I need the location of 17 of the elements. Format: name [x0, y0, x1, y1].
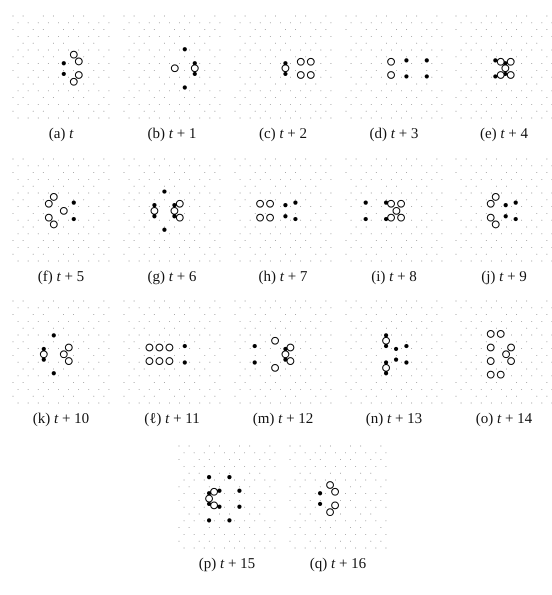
panel-caption: (b) t + 1 [146, 126, 198, 143]
panel-caption: (c) t + 2 [258, 126, 308, 143]
panel-caption: (j) t + 9 [480, 269, 528, 286]
panel-caption: (i) t + 8 [370, 269, 418, 286]
panel-caption: (q) t + 16 [308, 556, 368, 573]
panel-caption: (o) t + 14 [474, 411, 534, 428]
panel-caption: (a) t [48, 126, 74, 143]
panel-caption: (d) t + 3 [368, 126, 420, 143]
panel-caption: (e) t + 4 [478, 126, 530, 143]
panel-caption: (ℓ) t + 11 [143, 411, 201, 428]
panel-caption: (p) t + 15 [198, 556, 256, 573]
panel-caption: (h) t + 7 [258, 269, 308, 286]
panel-caption: (g) t + 6 [146, 269, 198, 286]
panel-caption: (n) t + 13 [364, 411, 424, 428]
panel-caption: (m) t + 12 [252, 411, 314, 428]
panel-caption: (k) t + 10 [32, 411, 90, 428]
panel-caption: (f) t + 5 [36, 269, 86, 286]
